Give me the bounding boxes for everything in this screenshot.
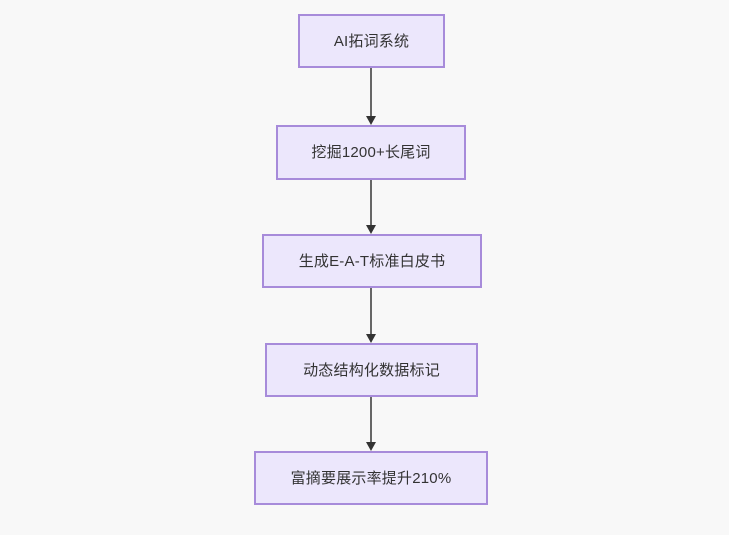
arrowhead-icon <box>366 334 376 343</box>
flow-node-label: 生成E-A-T标准白皮书 <box>298 252 446 270</box>
connector-line <box>370 68 372 117</box>
connector-line <box>370 180 372 226</box>
arrowhead-icon <box>366 116 376 125</box>
connector-line <box>370 288 372 335</box>
flow-node-label: 动态结构化数据标记 <box>303 361 440 379</box>
flow-node-5[interactable]: 富摘要展示率提升210% <box>254 451 488 505</box>
flow-node-2[interactable]: 挖掘1200+长尾词 <box>276 125 466 180</box>
flow-node-label: 富摘要展示率提升210% <box>290 469 452 487</box>
arrowhead-icon <box>366 442 376 451</box>
flow-node-label: AI拓词系统 <box>333 32 410 50</box>
connector-line <box>370 397 372 443</box>
flow-node-3[interactable]: 生成E-A-T标准白皮书 <box>262 234 482 288</box>
flow-node-label: 挖掘1200+长尾词 <box>311 144 431 161</box>
arrowhead-icon <box>366 225 376 234</box>
flow-node-4[interactable]: 动态结构化数据标记 <box>265 343 478 397</box>
flow-node-1[interactable]: AI拓词系统 <box>298 14 445 68</box>
